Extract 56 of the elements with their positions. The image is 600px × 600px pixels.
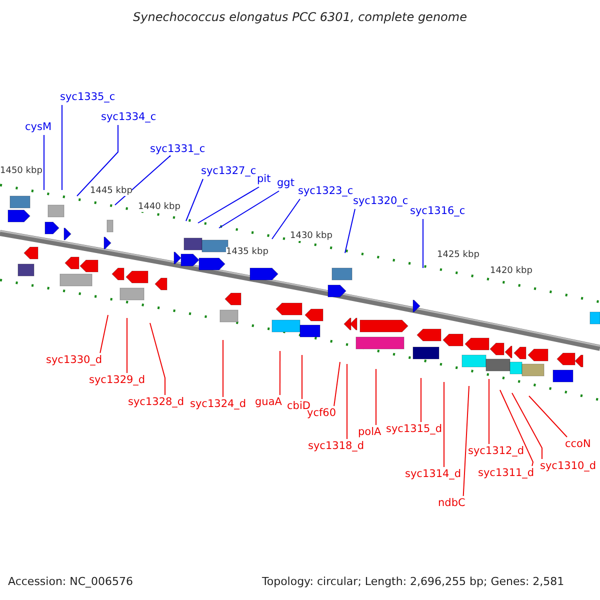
leader-line xyxy=(279,350,280,396)
scale-label: 1435 kbp xyxy=(226,247,268,257)
leader-line xyxy=(126,318,128,374)
leader-line xyxy=(488,378,490,444)
leader-line xyxy=(76,124,118,196)
gene-label: syc1314_d xyxy=(405,468,462,481)
gene-label: cysM xyxy=(25,121,52,134)
gene-label: syc1316_c xyxy=(410,205,466,218)
gene-label: ccoN xyxy=(565,438,591,451)
leader-line xyxy=(346,364,348,440)
leader-line xyxy=(500,390,534,466)
gene-label: syc1324_d xyxy=(190,398,246,411)
leader-line xyxy=(114,154,170,206)
leader-line xyxy=(198,186,260,224)
gene-label: syc1335_c xyxy=(60,91,116,104)
gene-label: syc1320_c xyxy=(353,195,408,208)
leader-line xyxy=(344,208,356,254)
scale-label: 1430 kbp xyxy=(290,231,332,241)
scale-label: 1445 kbp xyxy=(90,186,132,196)
gene-label: syc1328_d xyxy=(128,396,184,409)
gene-label: syc1327_c xyxy=(201,165,256,178)
leader-line xyxy=(186,178,204,222)
gene-label: syc1315_d xyxy=(386,423,442,436)
gene-label: ndbC xyxy=(438,497,466,510)
gene-label: syc1323_c xyxy=(298,185,354,198)
gene-label: syc1310_d xyxy=(540,460,596,473)
gene-label: syc1312_d xyxy=(468,445,524,458)
leader-line xyxy=(462,386,470,496)
leader-line xyxy=(100,314,108,354)
gene-label: ycf60 xyxy=(307,407,336,420)
scale-label: 1440 kbp xyxy=(138,202,180,212)
diagram-title: Synechococcus elongatus PCC 6301, complete genome xyxy=(132,10,468,24)
leader-line xyxy=(222,340,224,398)
leader-line xyxy=(272,198,300,240)
leader-line xyxy=(528,396,568,438)
gene-label: syc1329_d xyxy=(89,374,146,387)
leader-line xyxy=(150,322,166,396)
gene-label: ggt xyxy=(277,177,294,190)
leader-line xyxy=(218,190,280,228)
footer-text: Accession: NC_006576 xyxy=(8,575,134,588)
gene-label: pit xyxy=(257,173,271,186)
gene-label: syc1334_c xyxy=(101,111,156,124)
leader-line xyxy=(334,362,340,406)
leader-line xyxy=(422,218,424,268)
footer-text: Topology: circular; Length: 2,696,255 bp; Genes: 2,581 xyxy=(262,575,564,588)
scale-label: 1425 kbp xyxy=(437,250,480,260)
gene-label: syc1318_d xyxy=(308,440,364,453)
leader-line xyxy=(512,392,542,460)
gene-label: syc1330_d xyxy=(46,354,102,367)
gene-label: syc1331_c xyxy=(150,143,206,156)
leader-line xyxy=(420,378,422,422)
gene-label: polA xyxy=(358,426,382,439)
gene-label: syc1311_d xyxy=(478,467,534,480)
gene-label: guaA xyxy=(255,396,282,409)
scale-label: 1420 kbp xyxy=(490,266,532,276)
scale-label: 1450 kbp xyxy=(0,166,42,176)
